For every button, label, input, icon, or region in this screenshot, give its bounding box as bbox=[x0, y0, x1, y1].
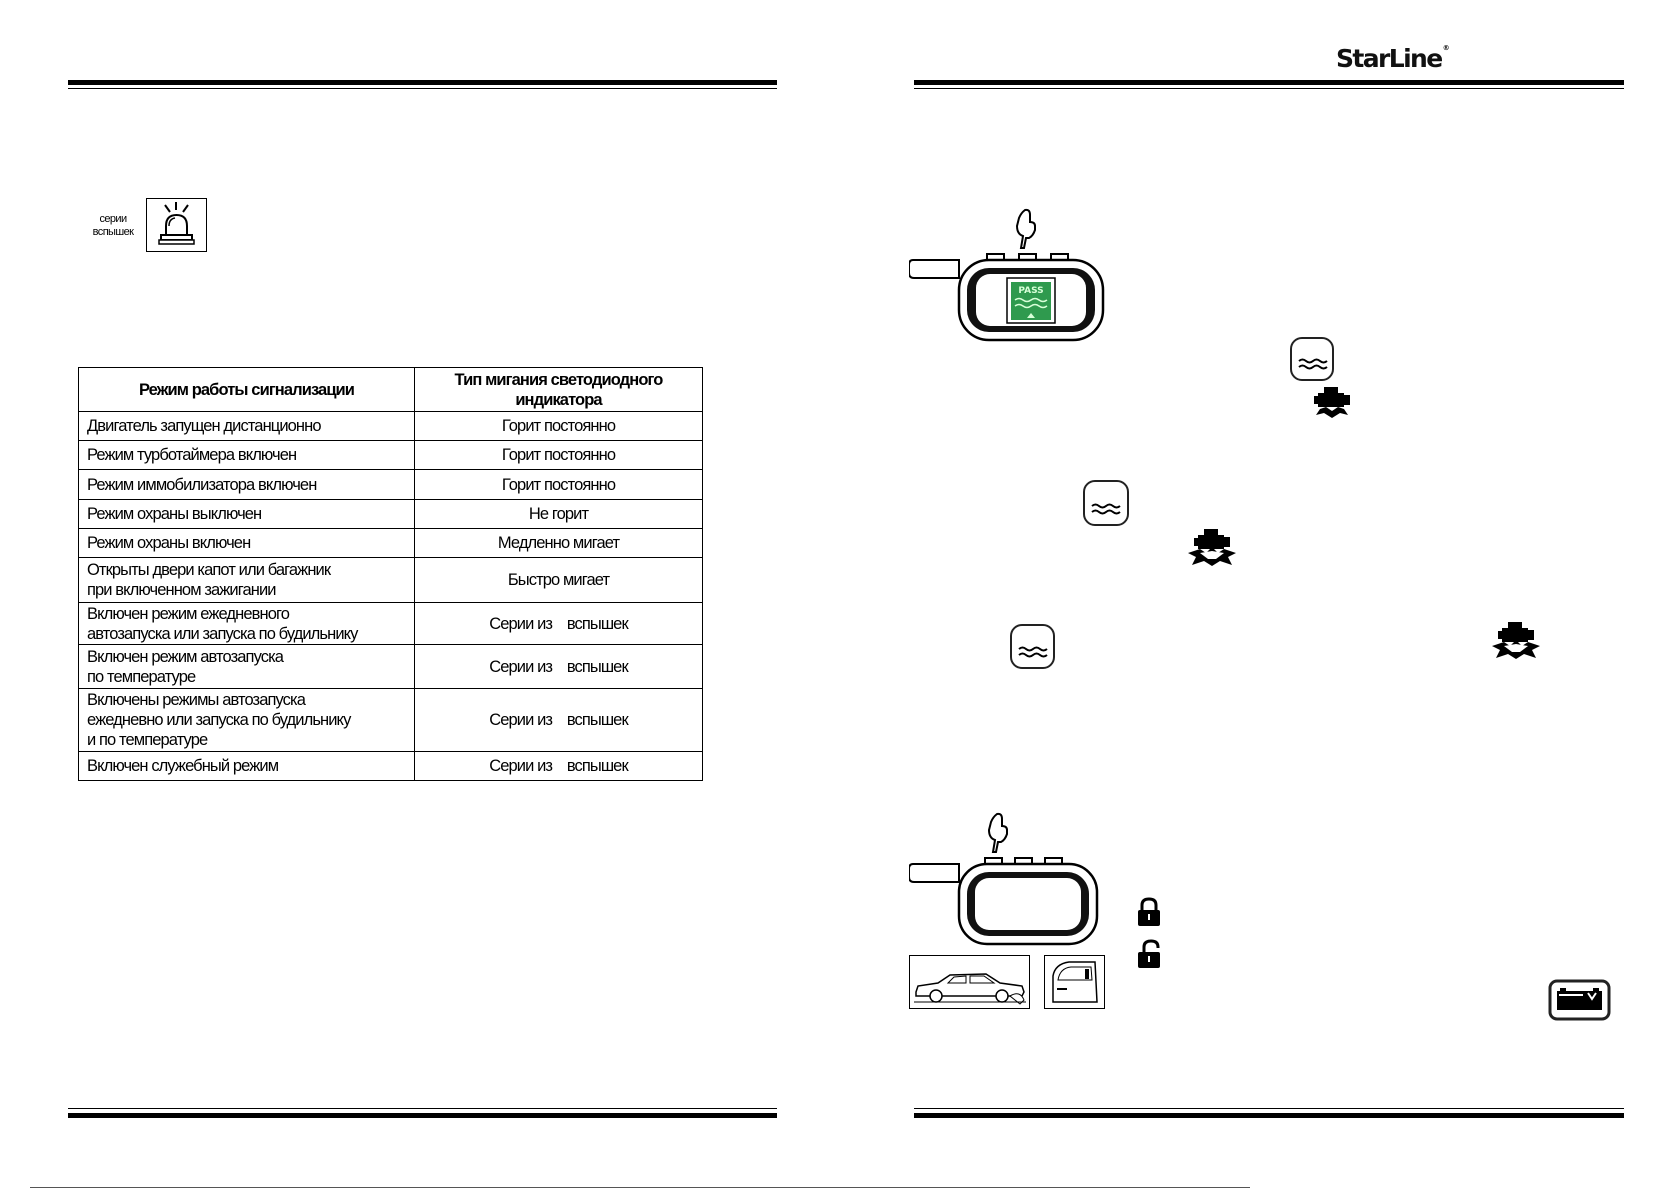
blink-cell: Серии из вспышек bbox=[414, 602, 703, 645]
logo-text: StarLine bbox=[1336, 44, 1443, 73]
flashing-beacon-icon bbox=[146, 198, 207, 252]
car-icon bbox=[909, 955, 1030, 1009]
engine-temperature-symbol-icon bbox=[1010, 624, 1055, 669]
table-row: Открыты двери капот или багажник при вкл… bbox=[78, 557, 703, 603]
pointing-finger-icon bbox=[1015, 208, 1036, 249]
table-row: Включен режим автозапуска по температуре… bbox=[78, 644, 703, 689]
mode-cell: Двигатель запущен дистанционно bbox=[78, 411, 415, 441]
beacon-caption: серии вспышек bbox=[81, 213, 145, 239]
table-row: Двигатель запущен дистанционно Горит пос… bbox=[78, 411, 703, 441]
blink-cell: Горит постоянно bbox=[414, 440, 703, 470]
blink-cell: Серии из вспышек bbox=[414, 644, 703, 689]
mode-cell: Режим охраны включен bbox=[78, 528, 415, 558]
table-row: Режим турботаймера включен Горит постоян… bbox=[78, 440, 703, 470]
mode-cell: Включены режимы автозапуска ежедневно ил… bbox=[78, 688, 415, 752]
padlock-closed-icon bbox=[1135, 896, 1163, 928]
blink-cell: Серии из вспышек bbox=[414, 688, 703, 752]
blink-cell: Быстро мигает bbox=[414, 557, 703, 603]
blink-cell: Не горит bbox=[414, 499, 703, 529]
right-header-rule bbox=[914, 80, 1624, 85]
engine-start-symbol-icon bbox=[1186, 527, 1238, 567]
alarm-mode-table: Режим работы сигнализации Тип мигания св… bbox=[78, 367, 703, 781]
starline-logo: StarLine® bbox=[1336, 44, 1450, 73]
blink-cell: Серии из вспышек bbox=[414, 751, 703, 781]
table-row: Включен служебный режим Серии из вспышек bbox=[78, 751, 703, 781]
left-header-rule bbox=[68, 80, 777, 85]
table-row: Включены режимы автозапуска ежедневно ил… bbox=[78, 688, 703, 752]
engine-start-symbol-icon bbox=[1490, 620, 1542, 660]
mode-cell: Режим турботаймера включен bbox=[78, 440, 415, 470]
bottom-page-edge bbox=[30, 1187, 1250, 1188]
mode-cell: Режим охраны выключен bbox=[78, 499, 415, 529]
engine-start-symbol-icon bbox=[1312, 384, 1354, 420]
table-header-row: Режим работы сигнализации Тип мигания св… bbox=[78, 367, 703, 412]
table-row: Включен режим ежедневного автозапуска ил… bbox=[78, 602, 703, 645]
door-icon bbox=[1044, 955, 1105, 1009]
mode-cell: Включен режим ежедневного автозапуска ил… bbox=[78, 602, 415, 645]
mode-cell: Режим иммобилизатора включен bbox=[78, 469, 415, 500]
table-row: Режим иммобилизатора включен Горит посто… bbox=[78, 469, 703, 500]
blink-cell: Горит постоянно bbox=[414, 469, 703, 500]
left-footer-rule-thin bbox=[68, 1108, 777, 1109]
table-row: Режим охраны выключен Не горит bbox=[78, 499, 703, 529]
padlock-open-icon bbox=[1135, 938, 1163, 970]
right-footer-rule-thin bbox=[914, 1108, 1624, 1109]
logo-registered-mark: ® bbox=[1442, 44, 1450, 52]
engine-temperature-symbol-icon bbox=[1290, 337, 1334, 381]
right-footer-rule bbox=[914, 1113, 1624, 1118]
mode-cell: Открыты двери капот или багажник при вкл… bbox=[78, 557, 415, 603]
mode-cell: Включен режим автозапуска по температуре bbox=[78, 644, 415, 689]
mode-cell: Включен служебный режим bbox=[78, 751, 415, 781]
blink-cell: Горит постоянно bbox=[414, 411, 703, 441]
blink-cell: Медленно мигает bbox=[414, 528, 703, 558]
beacon-caption-line2: вспышек bbox=[92, 226, 134, 238]
left-footer-rule bbox=[68, 1113, 777, 1118]
engine-temperature-symbol-icon bbox=[1083, 480, 1129, 526]
key-fob-remote-icon bbox=[908, 810, 1099, 946]
table-row: Режим охраны включен Медленно мигает bbox=[78, 528, 703, 558]
left-header-rule-thin bbox=[68, 88, 777, 89]
pointing-finger-icon bbox=[987, 812, 1008, 853]
table-header-blink: Тип мигания светодиодного индикатора bbox=[414, 367, 703, 412]
table-header-mode: Режим работы сигнализации bbox=[78, 367, 415, 412]
svg-text:PASS: PASS bbox=[1018, 286, 1043, 296]
key-fob-remote-icon: PASS bbox=[908, 208, 1105, 342]
right-header-rule-thin bbox=[914, 88, 1624, 89]
battery-symbol-icon bbox=[1548, 979, 1611, 1021]
beacon-caption-line1: серии bbox=[99, 213, 127, 225]
